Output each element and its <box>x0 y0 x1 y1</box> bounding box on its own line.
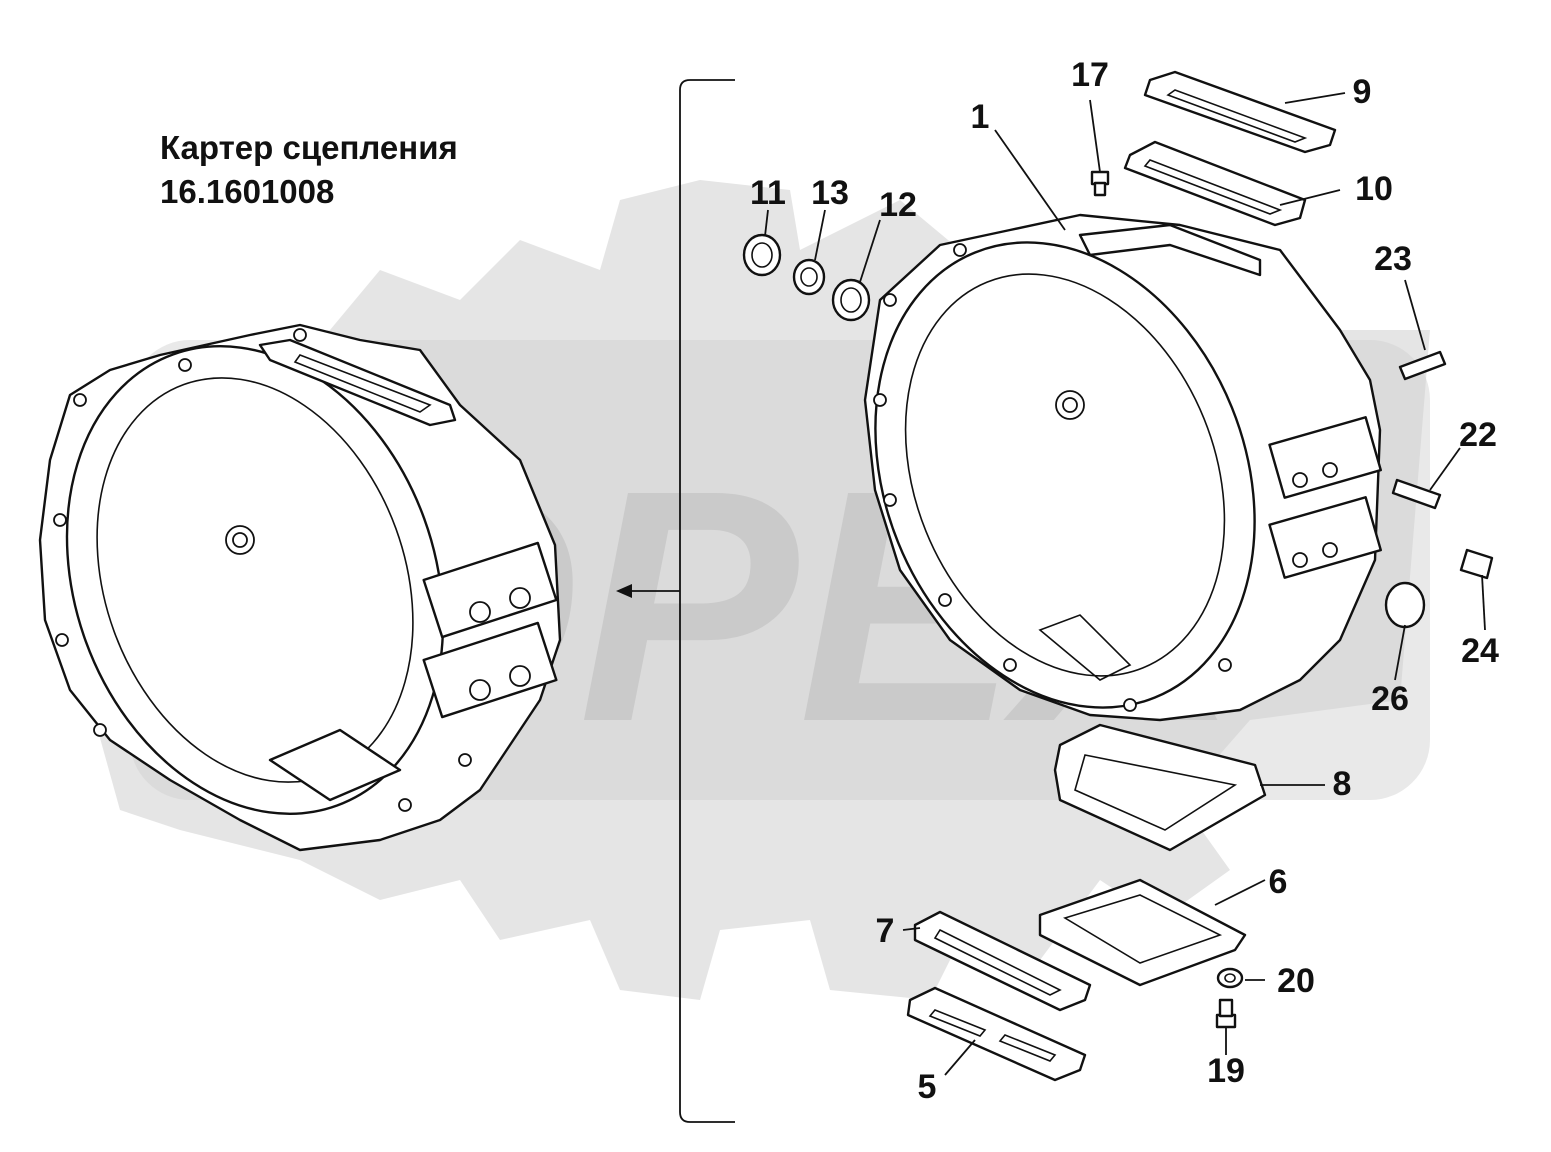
diagram-title: Картер сцепления 16.1601008 <box>160 126 458 214</box>
callout-8: 8 <box>1333 765 1352 803</box>
title-line-2: 16.1601008 <box>160 173 335 210</box>
callout-1: 1 <box>971 98 990 136</box>
part-11-seal-ring <box>742 233 782 277</box>
part-6-cover <box>1038 878 1247 987</box>
part-8-gasket <box>1053 723 1267 852</box>
callout-9: 9 <box>1353 73 1372 111</box>
callout-23: 23 <box>1374 240 1412 278</box>
callout-17: 17 <box>1071 56 1109 94</box>
callout-11: 11 <box>750 174 786 212</box>
part-5-plate <box>906 986 1087 1082</box>
part-9-gasket <box>1143 70 1337 154</box>
part-19-bolt <box>1215 998 1237 1029</box>
callout-19: 19 <box>1207 1052 1245 1090</box>
part-1-clutch-housing <box>863 213 1382 722</box>
title-line-1: Картер сцепления <box>160 129 458 166</box>
part-17-bolt <box>1090 170 1110 197</box>
callout-12: 12 <box>879 186 917 224</box>
callout-7: 7 <box>876 912 895 950</box>
callout-10: 10 <box>1355 170 1393 208</box>
part-7-gasket <box>913 910 1092 1012</box>
part-13-seal-ring <box>792 258 826 296</box>
callout-24: 24 <box>1461 632 1499 670</box>
callout-6: 6 <box>1269 863 1288 901</box>
part-24-pin <box>1459 548 1494 580</box>
callout-5: 5 <box>918 1068 937 1106</box>
assembled-clutch-housing <box>38 323 562 852</box>
part-22-stud <box>1391 478 1442 510</box>
part-10-cover-plate <box>1123 140 1307 227</box>
arrow-left-icon <box>616 584 632 598</box>
part-23-stud <box>1398 350 1447 381</box>
callout-22: 22 <box>1459 416 1497 454</box>
assembly-bracket <box>616 79 735 1123</box>
leader-lines <box>764 92 1486 1076</box>
part-12-seal-ring <box>831 278 871 322</box>
callout-26: 26 <box>1371 680 1409 718</box>
callout-20: 20 <box>1277 962 1315 1000</box>
part-26-plug <box>1384 581 1426 629</box>
callout-13: 13 <box>811 174 849 212</box>
part-20-washer <box>1216 967 1244 989</box>
